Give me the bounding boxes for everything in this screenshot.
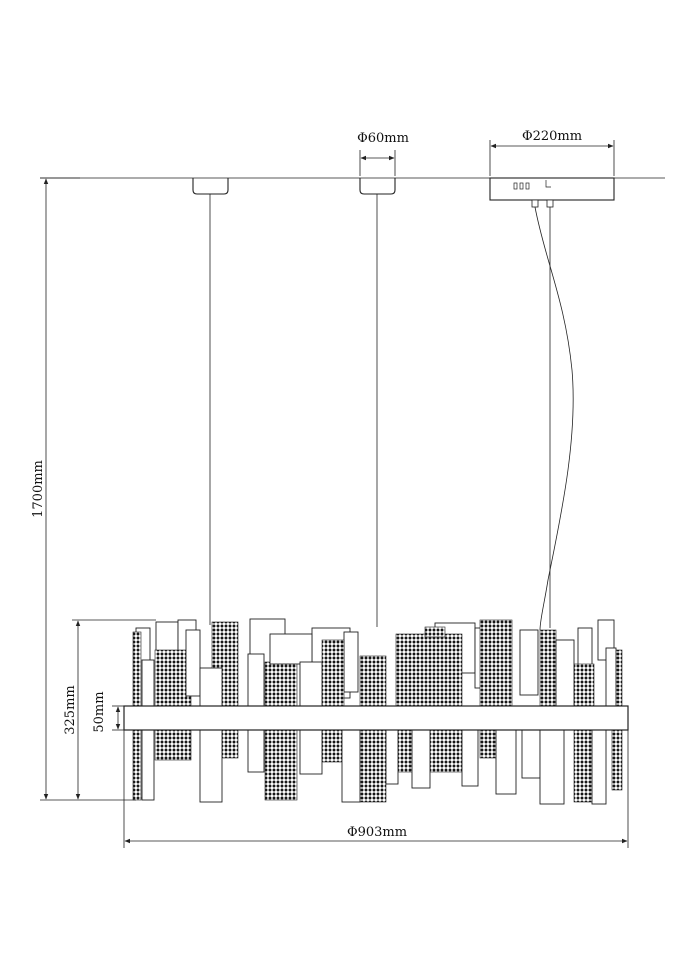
total-height-label: 1700mm xyxy=(31,460,46,518)
dimension-shade-diameter xyxy=(123,730,629,848)
dimension-band-height xyxy=(112,705,124,731)
main-canopy xyxy=(489,177,615,208)
shade-height-label: 325mm xyxy=(63,685,78,734)
band-height-label: 50mm xyxy=(92,691,107,732)
rod-diameter-label: Φ60mm xyxy=(357,131,409,146)
shade-band xyxy=(123,705,629,731)
dimension-canopy-diameter xyxy=(489,140,615,176)
dimension-total-height xyxy=(40,177,136,801)
dimension-rod-diameter xyxy=(359,150,396,176)
dimension-shade-height xyxy=(72,619,156,800)
rod-cap-left xyxy=(192,178,229,195)
power-cable xyxy=(534,206,574,631)
rod-cap-center xyxy=(359,178,396,195)
shade-diameter-label: Φ903mm xyxy=(347,825,407,840)
canopy-diameter-label: Φ220mm xyxy=(522,129,582,144)
